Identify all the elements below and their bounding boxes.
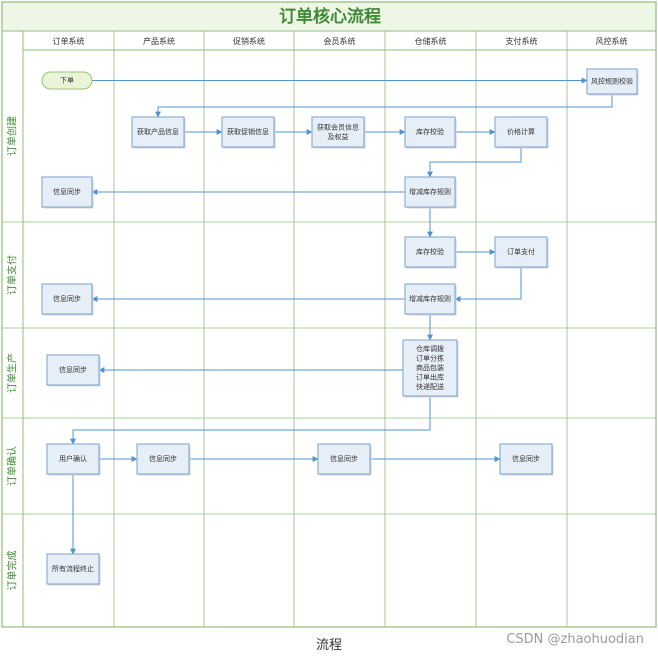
node-label: 下单 (60, 76, 74, 85)
process-box (402, 339, 458, 397)
node-sync4: 信息同步 (136, 443, 191, 476)
node-label: 信息同步 (53, 187, 81, 196)
process-box (586, 68, 638, 95)
node-pay: 订单支付 (494, 236, 549, 269)
node-promo: 获取促销信息 (221, 116, 276, 149)
flow-arrows (70, 77, 613, 555)
title-band (1, 1, 657, 32)
column-header: 促销系统 (233, 36, 265, 46)
column-headers: 订单系统 产品系统 促销系统 会员系统 仓储系统 支付系统 风控系统 (53, 36, 628, 46)
node-sync2: 信息同步 (41, 283, 94, 316)
process-box (404, 116, 456, 148)
lane-label: 订单创建 (6, 116, 19, 156)
diagram-title: 订单核心流程 (279, 6, 381, 27)
diagram-frame (1, 1, 657, 628)
process-box (41, 283, 93, 315)
node-label: 库存校验 (416, 247, 444, 256)
process-box (499, 443, 553, 475)
node-label: 获取促销信息 (227, 127, 269, 136)
node-label: 用户确认 (59, 454, 87, 463)
node-sync6: 信息同步 (499, 443, 554, 476)
column-header: 风控系统 (596, 36, 628, 46)
watermark: CSDN @zhaohuodian (506, 632, 644, 647)
process-box (46, 443, 100, 475)
node-end: 所有流程终止 (46, 553, 101, 586)
node-deduct1: 增减库存规则 (404, 176, 457, 209)
node-start: 下单 (41, 71, 93, 90)
process-box (404, 236, 456, 268)
process-box (41, 176, 93, 208)
node-label: 订单分拣 (416, 354, 444, 363)
flow-arrow (155, 94, 613, 118)
process-box (311, 116, 365, 148)
node-sync1: 信息同步 (41, 176, 94, 209)
process-box (494, 116, 548, 148)
node-confirm: 用户确认 (46, 443, 101, 476)
flow-arrow (454, 267, 522, 302)
process-box (46, 354, 100, 386)
node-label: 快递配送 (416, 382, 444, 391)
node-deduct2: 增减库存规则 (404, 283, 457, 316)
process-box (136, 443, 190, 475)
lane-label: 订单确认 (6, 446, 19, 486)
process-box (46, 553, 100, 585)
figure-caption: 流程 (315, 638, 342, 653)
column-header: 产品系统 (143, 36, 175, 46)
node-product: 获取产品信息 (131, 116, 186, 149)
lane-label: 订单支付 (6, 255, 19, 295)
node-label: 库存校验 (416, 127, 444, 136)
node-label: 信息同步 (330, 454, 358, 463)
flow-arrow (70, 396, 431, 445)
node-label: 订单出库 (416, 373, 444, 382)
node-sync3: 信息同步 (46, 354, 101, 387)
column-header: 订单系统 (53, 36, 85, 46)
node-label: 信息同步 (59, 365, 87, 374)
column-header: 会员系统 (324, 36, 356, 46)
lane-label: 订单生产 (6, 353, 19, 393)
node-stock2: 库存校验 (404, 236, 457, 269)
column-header: 仓储系统 (415, 36, 447, 46)
node-label: 信息同步 (512, 454, 540, 463)
flow-arrow (427, 147, 522, 178)
node-label: 所有流程终止 (52, 564, 94, 573)
terminal-shape (41, 71, 93, 90)
outer-border (1, 1, 657, 628)
lane-label: 订单完成 (6, 551, 19, 591)
process-box (404, 176, 456, 208)
node-label: 获取产品信息 (137, 127, 179, 136)
node-label: 仓库调拨 (416, 344, 444, 353)
node-risk: 风控规则校验 (586, 68, 639, 96)
node-sync5: 信息同步 (317, 443, 372, 476)
node-label: 价格计算 (507, 127, 535, 136)
process-box (404, 283, 456, 315)
node-label: 信息同步 (53, 294, 81, 303)
node-label: 信息同步 (149, 454, 177, 463)
process-box (317, 443, 371, 475)
process-nodes: 下单风控规则校验获取产品信息获取促销信息获取会员信息及权益库存校验价格计算信息同… (41, 68, 639, 586)
node-label: 商品包装 (416, 363, 444, 372)
node-stock1: 库存校验 (404, 116, 457, 149)
node-label: 订单支付 (507, 247, 535, 256)
process-box (494, 236, 548, 268)
node-price: 价格计算 (494, 116, 549, 149)
node-label: 增减库存规则 (409, 294, 451, 303)
node-label: 增减库存规则 (409, 187, 451, 196)
node-label: 风控规则校验 (591, 77, 633, 86)
process-box (221, 116, 275, 148)
process-box (131, 116, 185, 148)
column-header: 支付系统 (506, 36, 538, 46)
node-label: 及权益 (328, 132, 349, 141)
node-label: 获取会员信息 (317, 122, 359, 131)
